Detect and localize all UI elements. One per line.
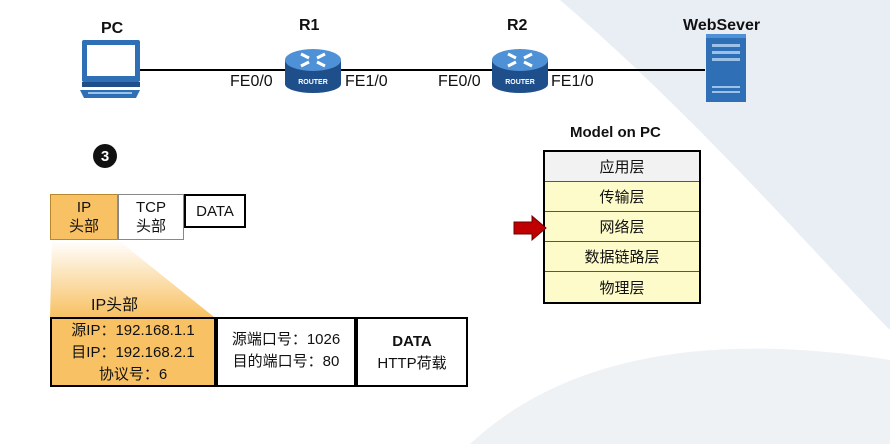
packet-tcp-line1: TCP: [136, 199, 166, 216]
router-r1-icon: ROUTER: [285, 49, 341, 93]
packet-data: DATA: [184, 194, 246, 228]
tcp-src-port: 源端口号：1026: [231, 331, 341, 348]
layer-application: 应用层: [545, 152, 699, 182]
tcp-dst-port: 目的端口号：80: [232, 353, 340, 370]
r2-port-fe0-0: FE0/0: [438, 73, 481, 90]
r1-port-fe1-0: FE1/0: [345, 73, 388, 90]
packet-ip-line2: 头部: [68, 218, 99, 235]
data-detail: DATA HTTP荷载: [356, 317, 468, 387]
server-icon: [706, 34, 746, 102]
ip-protocol: 协议号：6: [98, 366, 168, 383]
link-r1-r2: [338, 69, 495, 71]
step-number-badge: 3: [93, 144, 117, 168]
pc-label: PC: [101, 20, 124, 37]
layer-physical: 物理层: [545, 272, 699, 302]
pc-icon: [80, 40, 140, 98]
model-layer-stack: 应用层 传输层 网络层 数据链路层 物理层: [543, 150, 701, 304]
r1-port-fe0-0: FE0/0: [230, 73, 273, 90]
ip-dst: 目IP：192.168.2.1: [71, 344, 195, 361]
tcp-header-detail: 源端口号：1026 目的端口号：80: [216, 317, 356, 387]
model-title: Model on PC: [570, 124, 661, 141]
packet-ip-header: IP 头部: [50, 194, 118, 240]
packet-tcp-header: TCP 头部: [118, 194, 184, 240]
server-label: WebSever: [683, 17, 761, 34]
router-r2-icon: ROUTER: [492, 49, 548, 93]
layer-transport: 传输层: [545, 182, 699, 212]
layer-network: 网络层: [545, 212, 699, 242]
router-r2-text: ROUTER: [505, 79, 535, 86]
ip-header-title: IP头部: [91, 297, 139, 314]
data-detail-title: DATA: [392, 333, 432, 350]
layer-data-link: 数据链路层: [545, 242, 699, 272]
ip-src: 源IP：192.168.1.1: [71, 322, 195, 339]
packet-tcp-line2: 头部: [135, 218, 166, 235]
current-layer-arrow-icon: [513, 215, 547, 241]
packet-data-label: DATA: [196, 202, 234, 220]
ip-header-detail: 源IP：192.168.1.1 目IP：192.168.2.1 协议号：6: [50, 317, 216, 387]
router-r1-text: ROUTER: [298, 79, 328, 86]
r2-port-fe1-0: FE1/0: [551, 73, 594, 90]
link-r2-server: [545, 69, 705, 71]
data-detail-subtitle: HTTP荷载: [377, 355, 447, 372]
r2-label: R2: [507, 17, 528, 34]
packet-ip-line1: IP: [76, 199, 92, 216]
link-pc-r1: [140, 69, 288, 71]
r1-label: R1: [299, 17, 320, 34]
